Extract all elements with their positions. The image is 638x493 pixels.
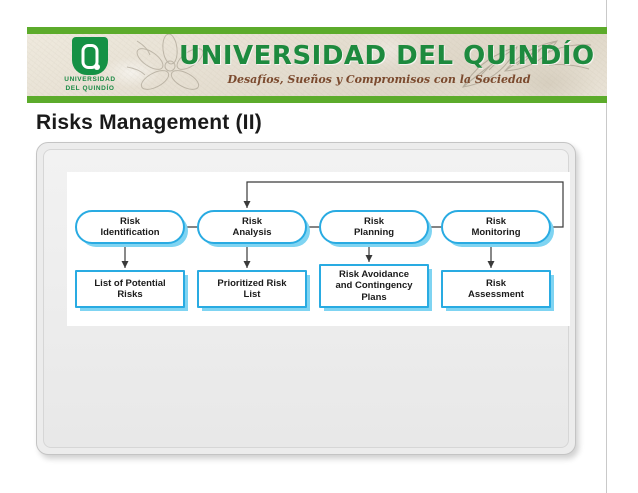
node-label: Risk Assessment xyxy=(468,277,524,301)
node-label: Risk Planning xyxy=(353,215,395,239)
node-label: Risk Analysis xyxy=(232,215,272,239)
node-risk-planning[interactable]: Risk Planning xyxy=(319,210,429,244)
leaves-decoration-icon xyxy=(462,40,592,88)
node-label: Risk Avoidance and Contingency Plans xyxy=(335,268,413,303)
node-risk-identification[interactable]: Risk Identification xyxy=(75,210,185,244)
banner-tagline: Desafíos, Sueños y Compromisos con la So… xyxy=(227,73,531,86)
node-label: Risk Identification xyxy=(100,215,160,239)
node-label: Risk Monitoring xyxy=(471,215,521,239)
university-banner: UNIVERSIDAD DEL QUINDÍO UNIVERSIDAD DEL … xyxy=(27,27,607,103)
node-label: List of Potential Risks xyxy=(94,277,166,301)
banner-bottom-green-bar xyxy=(27,96,607,103)
risk-management-process-diagram: Risk Identification Risk Analysis Risk P… xyxy=(67,172,570,326)
flower-decoration-icon xyxy=(126,33,204,90)
node-risk-assessment[interactable]: Risk Assessment xyxy=(441,270,551,308)
logo-text-line-2: DEL QUINDÍO xyxy=(65,85,115,92)
slide-content-area: UNIVERSIDAD DEL QUINDÍO UNIVERSIDAD DEL … xyxy=(0,0,607,493)
university-logo: UNIVERSIDAD DEL QUINDÍO xyxy=(53,37,127,97)
node-risk-avoidance-and-contingency-plans[interactable]: Risk Avoidance and Contingency Plans xyxy=(319,264,429,308)
logo-shield-icon xyxy=(72,37,108,75)
node-list-of-potential-risks[interactable]: List of Potential Risks xyxy=(75,270,185,308)
node-prioritized-risk-list[interactable]: Prioritized Risk List xyxy=(197,270,307,308)
logo-text-line-1: UNIVERSIDAD xyxy=(64,76,116,83)
node-label: Prioritized Risk List xyxy=(217,277,287,301)
banner-university-name: UNIVERSIDAD DEL QUINDÍO xyxy=(179,41,595,71)
node-risk-analysis[interactable]: Risk Analysis xyxy=(197,210,307,244)
node-risk-monitoring[interactable]: Risk Monitoring xyxy=(441,210,551,244)
banner-top-green-bar xyxy=(27,27,607,34)
page-title: Risks Management (II) xyxy=(36,111,262,134)
